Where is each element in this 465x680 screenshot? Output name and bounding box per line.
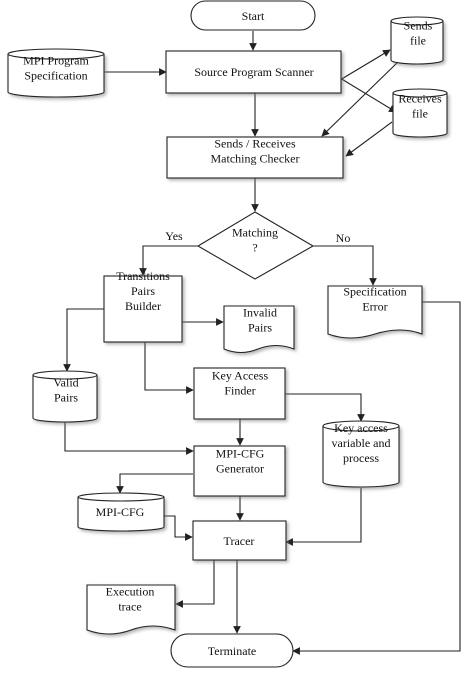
valid-pairs-line-2: Pairs [54,391,78,405]
key-var-datastore [322,420,400,488]
matching-checker-line-1: Sends / Receives [214,137,296,151]
edge-decision-no [313,245,377,286]
mpi-cfg-datastore [77,492,165,532]
mpi-spec-datastore [7,48,105,98]
spec-error-line-1: Specification [343,285,406,299]
cfg-gen-line-2: Generator [216,462,264,476]
matching-label: Matching? [232,226,278,255]
edge-builder-to-valid [63,308,104,372]
edge-builder-to-keyfinder [144,342,194,394]
edge-scanner-to-sends [339,49,391,81]
key-var-line-1: Key access [334,421,388,435]
terminate-label: Terminate [208,644,256,658]
mpi-cfg-line-1: MPI-CFG [96,505,145,519]
terminate-terminator [170,633,294,668]
invalid-pairs-line-2: Pairs [248,321,272,335]
tracer-process [192,520,287,561]
edge-sends-to-checker [321,59,401,137]
edge-label-no: No [336,231,351,245]
edge-valid-to-cfggen [64,422,194,455]
edge-decision-yes [139,245,198,276]
key-finder-line-2: Finder [224,384,255,398]
shapes [7,0,448,668]
matching-decision [196,211,315,280]
exec-trace-document [86,584,176,635]
cfg-gen-line-1: MPI-CFG [216,447,265,461]
spec-error-document [327,285,423,339]
valid-pairs-datastore [32,370,98,423]
transitions-line-3: Builder [125,299,161,313]
edge-receives-to-checker [345,121,393,157]
exec-trace-line-2: trace [118,600,141,614]
receives-file-line-2: file [412,107,428,121]
cfg-generator-process [193,445,286,497]
start-label: Start [242,9,265,23]
key-finder-process [193,367,286,420]
mpi-cfg-label: MPI-CFG [96,505,145,519]
scanner-line-1: Source Program Scanner [194,65,313,79]
sends-file-line-1: Sends [404,19,433,33]
scanner-label: Source Program Scanner [194,65,313,79]
scanner-process [165,50,342,94]
start-terminator [190,0,316,31]
tracer-label: Tracer [224,534,255,548]
valid-pairs-line-1: Valid [53,376,78,390]
sends-file-line-2: file [410,34,426,48]
mpi-spec-line-2: Specification [24,69,87,83]
edge-tracer-to-exectrace [175,560,215,608]
key-var-line-2: variable and [332,436,391,450]
receives-file-line-1: Receives [398,92,442,106]
mpi-spec-line-1: MPI Program [23,54,89,68]
tracer-line-1: Tracer [224,534,255,548]
invalid-pairs-line-1: Invalid [243,306,277,320]
matching-checker-process [166,136,344,179]
key-finder-line-1: Key Access [212,369,269,383]
matching-line-1: Matching [232,226,278,240]
edge-scanner-to-receives [339,77,397,113]
matching-line-2: ? [252,241,257,255]
exec-trace-line-1: Execution [106,585,155,599]
edge-label-yes: Yes [165,229,183,243]
edge-mpicfg-to-tracer [164,515,193,541]
edges [63,31,461,655]
terminate-line-1: Terminate [208,644,256,658]
start-line-1: Start [242,9,265,23]
edge-keyfinder-to-keyvar [285,393,365,422]
edge-keyvar-to-tracer [285,488,362,546]
edge-cfggen-to-mpicfg [116,473,193,494]
edge-error-to-terminate [292,301,461,655]
matching-checker-line-2: Matching Checker [211,152,300,166]
receives-file-datastore [392,88,448,138]
spec-error-line-2: Error [362,300,387,314]
transitions-line-1: Transitions [116,269,170,283]
transitions-line-2: Pairs [131,284,155,298]
sends-file-datastore [390,16,444,65]
key-var-line-3: process [343,451,379,465]
transitions-builder-process [103,275,183,343]
invalid-pairs-document [223,305,295,354]
